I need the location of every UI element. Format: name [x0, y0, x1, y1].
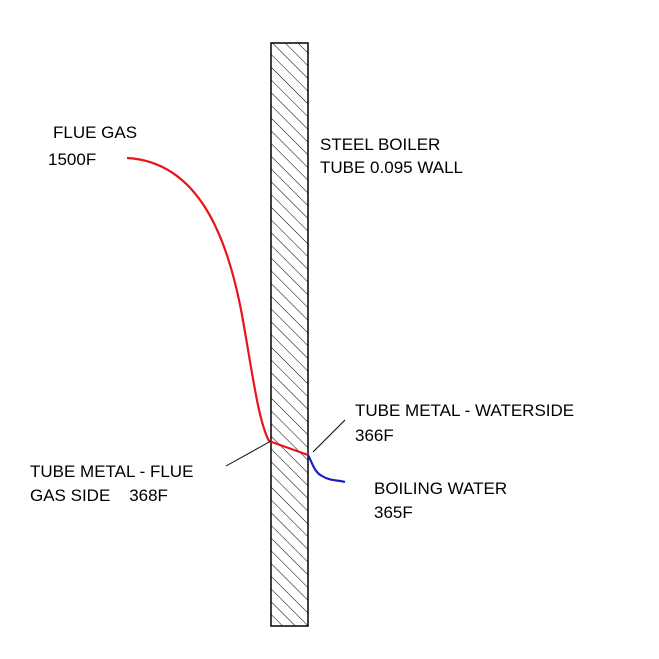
boiling-water-temperature-curve: [307, 454, 346, 484]
waterside-leader-line: [312, 419, 346, 453]
flue-side-label-line1: TUBE METAL - FLUE: [30, 462, 193, 481]
tube-label-line2: TUBE 0.095 WALL: [320, 158, 463, 177]
tube-wall: [270, 42, 309, 627]
waterside-temperature: 366F: [355, 426, 394, 445]
flue-gas-label: FLUE GAS: [53, 123, 137, 142]
flue-side-leader-line: [225, 440, 272, 467]
flue-side-label-line2: GAS SIDE 368F: [30, 486, 168, 505]
flue-gas-temperature-curve: [126, 156, 309, 457]
boiling-water-label: BOILING WATER: [374, 479, 507, 498]
tube-label-line1: STEEL BOILER: [320, 135, 440, 154]
flue-gas-temperature: 1500F: [48, 150, 96, 169]
boiling-water-temperature: 365F: [374, 503, 413, 522]
waterside-label: TUBE METAL - WATERSIDE: [355, 401, 574, 420]
